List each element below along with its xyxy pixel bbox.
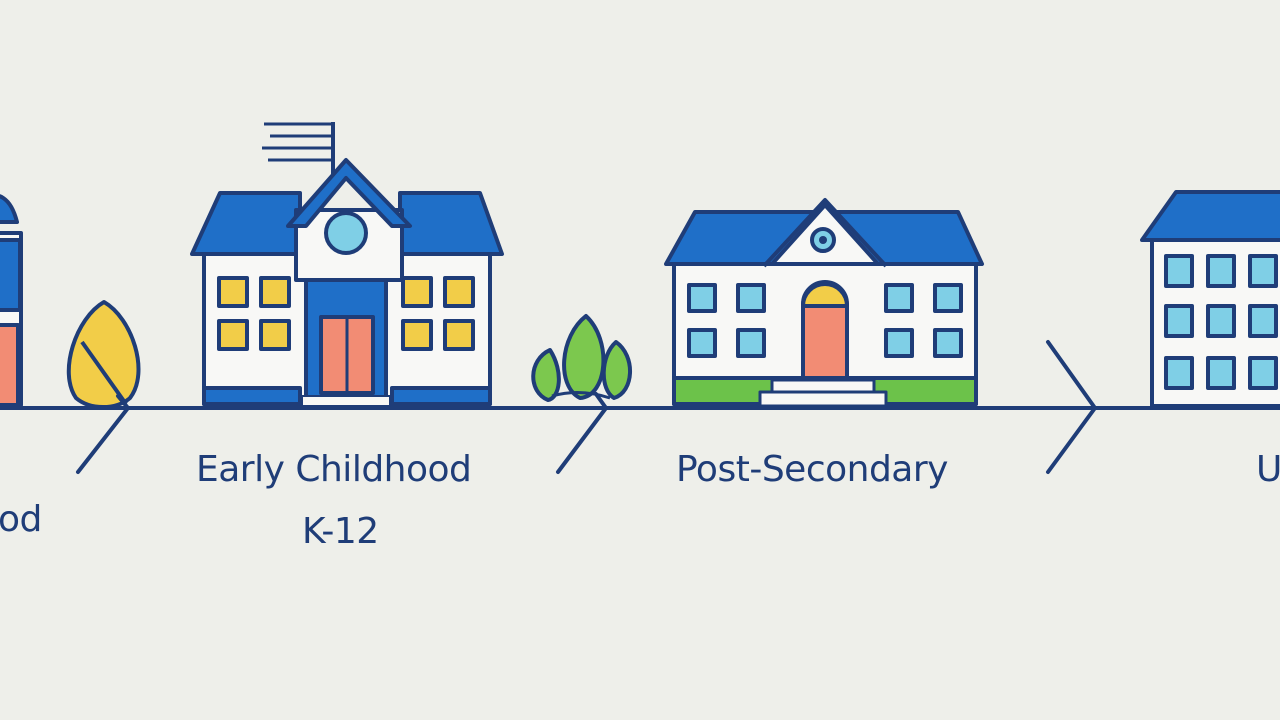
- stage-label-early-childhood: Early Childhood: [196, 449, 472, 490]
- apartment-building-icon: [1140, 190, 1280, 408]
- house-icon: [664, 198, 984, 408]
- school-building-icon: [190, 122, 504, 407]
- stage-label-right-fragment: U: [1256, 449, 1280, 490]
- chevron-right-icon: [1046, 340, 1097, 474]
- shrub-icon: [531, 314, 632, 402]
- stage-label-k12: K-12: [302, 511, 379, 552]
- stage-label-post-secondary: Post-Secondary: [676, 449, 948, 490]
- left-building-icon: [0, 194, 23, 407]
- tree-icon: [66, 300, 141, 409]
- chevron-right-icon: [76, 394, 130, 474]
- stage-label-left-fragment: od: [0, 499, 42, 540]
- flag-icon: [262, 122, 335, 178]
- chevron-right-icon: [556, 392, 608, 474]
